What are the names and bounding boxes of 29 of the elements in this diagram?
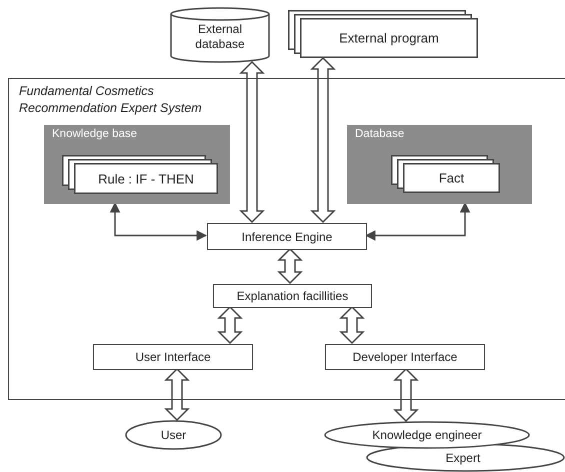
- group-title: Knowledge base: [52, 128, 138, 140]
- process-box: [213, 284, 372, 308]
- double-arrow: [217, 306, 243, 344]
- node-label: User Interface: [134, 350, 212, 364]
- process-box: [93, 344, 253, 370]
- double-arrow: [339, 306, 365, 344]
- double-arrow: [277, 248, 303, 284]
- node-label: Rule : IF - THEN: [97, 171, 195, 186]
- process-box: [207, 223, 367, 250]
- node-label: Inference Engine: [240, 230, 334, 244]
- system-frame: [8, 78, 565, 400]
- group-panel: [44, 125, 230, 204]
- node-label: Developer Interface: [352, 350, 458, 364]
- double-arrow: [239, 60, 265, 224]
- process-box: [325, 344, 485, 370]
- double-arrow: [393, 368, 419, 422]
- node-label: External database: [194, 22, 246, 52]
- node-label: User: [160, 428, 188, 442]
- node-label: Fact: [438, 170, 466, 186]
- arrow: [110, 202, 208, 241]
- node-label: Expert: [446, 450, 480, 464]
- double-arrow: [164, 368, 190, 422]
- double-arrow: [310, 56, 336, 224]
- node-label: External program: [338, 30, 440, 46]
- node-label: Knowledge engineer: [371, 428, 483, 442]
- system-title: Fundamental Cosmetics Recommendation Expert System: [19, 83, 203, 117]
- group-title: Database: [355, 128, 404, 140]
- group-panel: [347, 125, 532, 204]
- node-label: Explanation facillities: [236, 289, 350, 303]
